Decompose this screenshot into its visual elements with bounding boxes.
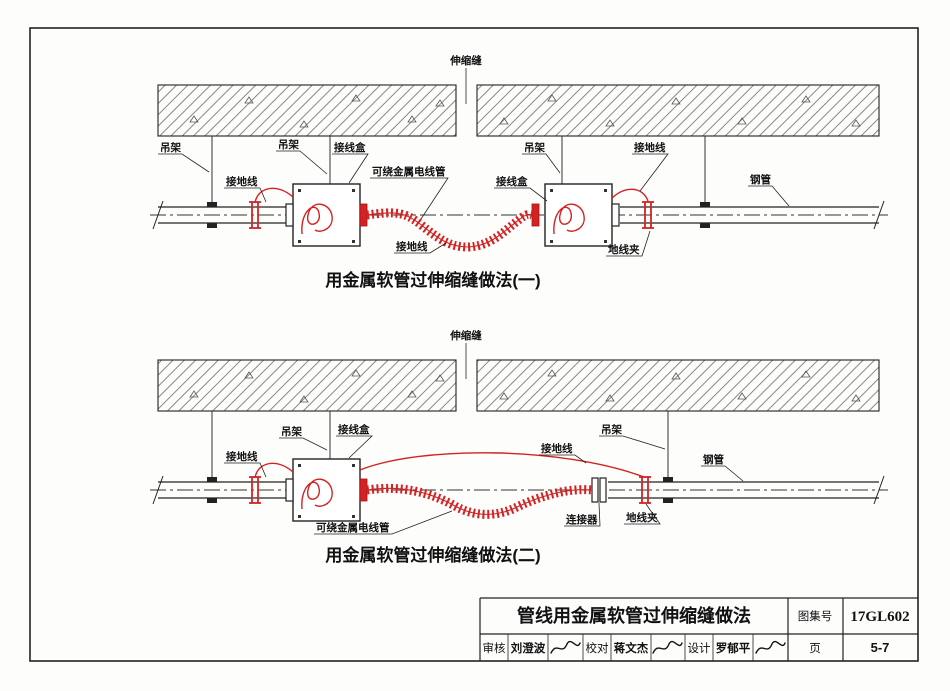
leader-ground-wire xyxy=(632,153,669,192)
ground-wire xyxy=(254,462,294,479)
label-ground-wire: 接地线 xyxy=(541,442,573,455)
checker-name: 蒋文杰 xyxy=(614,641,649,655)
sheet-border xyxy=(29,27,919,662)
label-hanger: 吊架 xyxy=(278,138,299,151)
label-ground-wire: 接地线 xyxy=(634,141,666,154)
atlas-number: 17GL602 xyxy=(850,609,909,625)
ground-wire xyxy=(359,452,645,478)
label-expansion-joint: 伸缩缝 xyxy=(449,329,482,342)
label-expansion-joint: 伸缩缝 xyxy=(449,54,482,67)
pipe-break-mark xyxy=(152,475,164,505)
pipe-break-mark xyxy=(152,200,164,230)
label-connector: 连接器 xyxy=(566,513,598,526)
pipe-break-mark xyxy=(873,475,885,505)
diagram-method-1: 伸缩缝 xyxy=(150,54,888,290)
leader-ground-wire xyxy=(224,187,267,203)
leader-ground-wire xyxy=(539,454,587,464)
leader-steel-pipe xyxy=(701,465,744,482)
box-screws xyxy=(298,464,355,518)
checker-label: 校对 xyxy=(586,641,609,655)
drawing-title: 管线用金属软管过伸缩缝做法 xyxy=(517,605,751,626)
box-screws xyxy=(298,189,355,243)
flexible-conduit xyxy=(366,208,534,252)
leader-steel-pipe xyxy=(748,185,790,207)
pipe-break-mark xyxy=(873,200,885,230)
leader-hanger xyxy=(522,153,561,174)
leader-ground-clamp xyxy=(624,503,661,525)
diagram-method-2: 伸缩缝 接地线 吊架 接线盒 xyxy=(150,329,888,565)
signature-designer xyxy=(755,640,786,654)
label-ground-wire: 接地线 xyxy=(226,450,258,463)
leader-junction-box xyxy=(494,187,548,202)
caption-method-2: 用金属软管过伸缩缝做法(二) xyxy=(325,545,540,565)
leader-junction-box xyxy=(336,435,373,459)
leader-ground-wire xyxy=(394,242,447,254)
page-number: 5-7 xyxy=(871,640,890,655)
flexible-conduit xyxy=(366,483,593,519)
page-label: 页 xyxy=(809,643,821,655)
leader-ground-wire xyxy=(224,462,267,478)
junction-box xyxy=(292,458,361,522)
ground-wire-coil xyxy=(301,203,333,235)
conduit-fitting xyxy=(531,203,540,227)
leader-flexible-conduit xyxy=(314,510,453,535)
signature-checker xyxy=(652,640,683,654)
label-steel-pipe: 钢管 xyxy=(703,453,724,466)
junction-box xyxy=(292,183,361,247)
leader-hanger xyxy=(279,437,328,451)
signature-reviewer xyxy=(550,640,581,654)
label-hanger: 吊架 xyxy=(601,423,622,436)
pipe-fitting xyxy=(285,478,294,502)
atlas-number-label: 图集号 xyxy=(798,609,833,623)
pipe-fitting xyxy=(611,203,620,227)
box-screws xyxy=(550,189,607,243)
title-block: 管线用金属软管过伸缩缝做法 图集号 17GL602 审核 刘澄波 校对 蒋文杰 … xyxy=(479,597,918,661)
label-ground-wire: 接地线 xyxy=(226,175,258,188)
designer-label: 设计 xyxy=(688,642,711,655)
conduit-fitting xyxy=(359,203,368,227)
leader-junction-box xyxy=(332,153,369,184)
label-flexible-conduit: 可绕金属电线管 xyxy=(316,521,390,534)
label-hanger: 吊架 xyxy=(524,141,545,154)
ground-wire xyxy=(611,188,649,202)
label-ground-clamp: 地线夹 xyxy=(626,511,658,524)
ground-wire-coil xyxy=(553,203,585,235)
ground-wire-coil xyxy=(301,478,333,510)
leader-ground-clamp xyxy=(606,230,651,257)
leader-connector xyxy=(564,502,601,527)
label-ground-clamp: 地线夹 xyxy=(608,243,640,256)
label-ground-wire: 接地线 xyxy=(396,240,428,253)
label-steel-pipe: 钢管 xyxy=(750,173,771,186)
reviewer-label: 审核 xyxy=(483,641,506,655)
leader-hanger xyxy=(158,153,210,173)
slab-right xyxy=(476,359,880,412)
label-flexible-conduit: 可绕金属电线管 xyxy=(372,165,446,178)
label-hanger: 吊架 xyxy=(160,141,181,154)
flexible-conduit-core xyxy=(366,212,533,248)
designer-name: 罗郁平 xyxy=(716,641,751,655)
slab-right xyxy=(476,84,880,137)
slab-left xyxy=(157,359,457,412)
connector xyxy=(591,477,599,503)
leader-hanger xyxy=(599,435,666,450)
label-hanger: 吊架 xyxy=(281,425,302,438)
conduit-fitting xyxy=(359,478,368,502)
junction-box xyxy=(544,183,613,247)
label-junction-box: 接线盒 xyxy=(496,175,528,188)
slab-left xyxy=(157,84,457,137)
leader-flexible-conduit xyxy=(370,177,449,220)
connector xyxy=(599,477,607,503)
reviewer-name: 刘澄波 xyxy=(511,641,546,655)
pipe-fitting xyxy=(285,203,294,227)
label-junction-box: 接线盒 xyxy=(338,423,370,436)
label-junction-box: 接线盒 xyxy=(334,141,366,154)
caption-method-1: 用金属软管过伸缩缝做法(一) xyxy=(325,270,540,290)
ground-wire xyxy=(254,187,294,204)
title-block-dividers xyxy=(507,634,754,661)
leader-hanger xyxy=(276,150,328,175)
